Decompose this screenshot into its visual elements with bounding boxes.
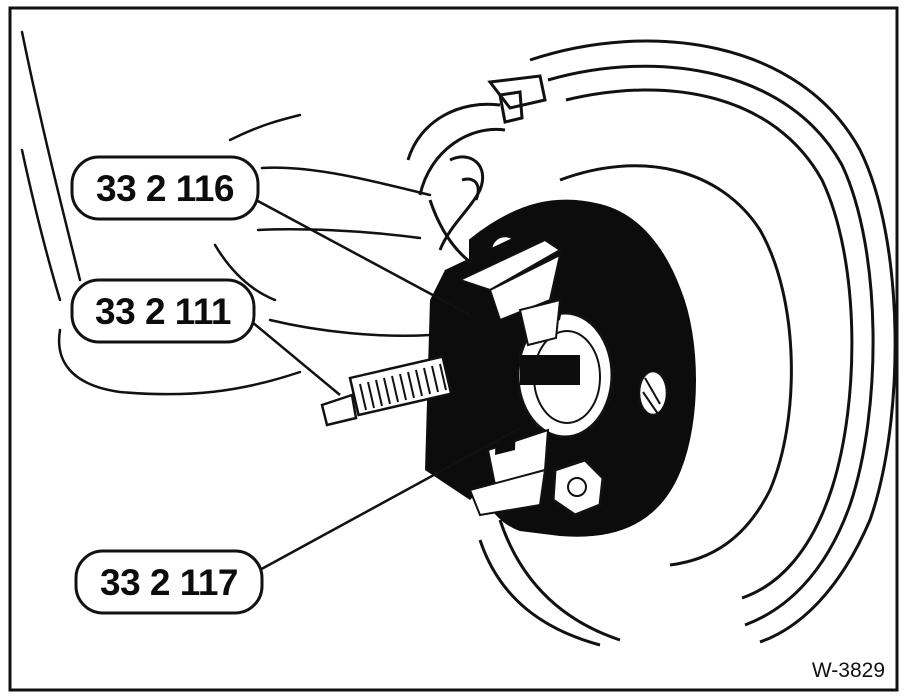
callout-332111: 33 2 111 <box>70 278 256 344</box>
threaded-spindle <box>320 355 453 427</box>
leader-lines <box>251 198 521 574</box>
callout-332116: 33 2 116 <box>70 155 260 221</box>
callout-label-332117: 33 2 117 <box>100 562 238 603</box>
puller-tool <box>425 225 575 517</box>
hub-stud-right <box>637 369 669 417</box>
hub-nut-bottom <box>551 458 605 517</box>
bearing-bore <box>516 311 614 439</box>
figure-id: W-3829 <box>812 659 885 682</box>
suspension-sketch <box>20 30 432 396</box>
brake-disc <box>478 39 897 647</box>
callout-332117: 33 2 117 <box>74 549 264 615</box>
callout-label-332111: 33 2 111 <box>95 291 231 332</box>
callout-label-332116: 33 2 116 <box>96 168 234 209</box>
dust-shield <box>406 74 547 264</box>
